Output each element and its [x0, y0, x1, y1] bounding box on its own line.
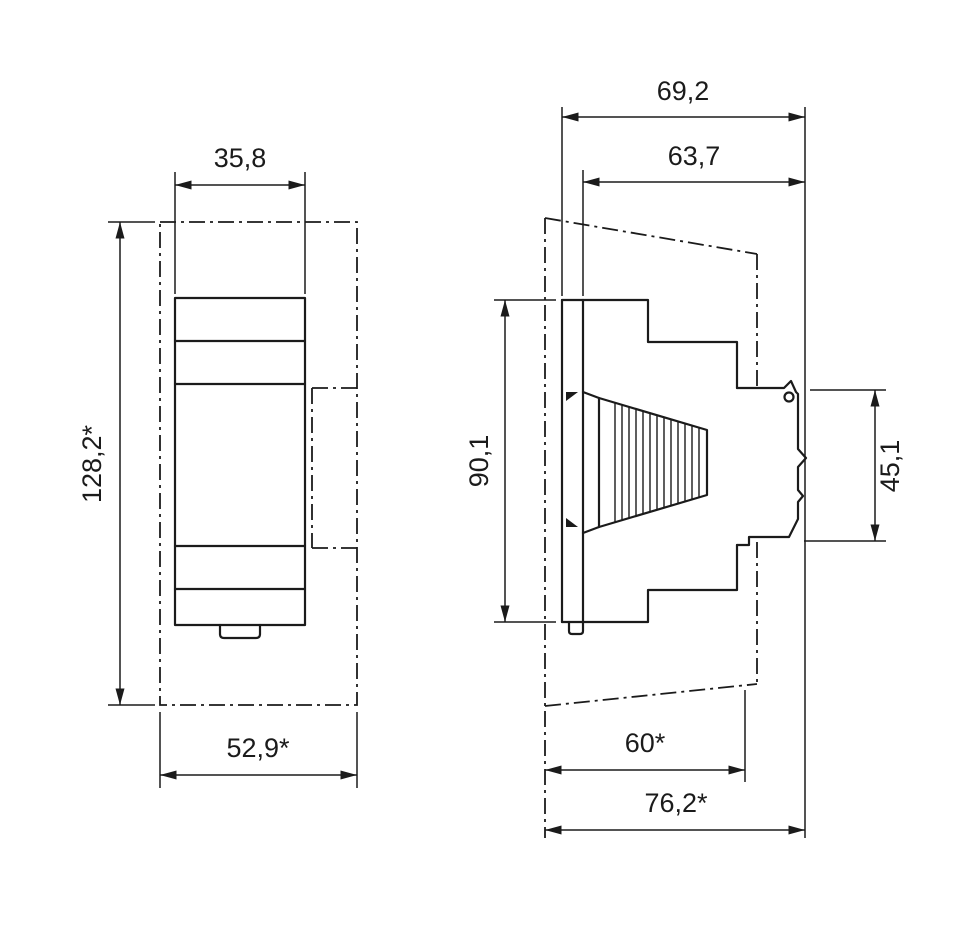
side-bottom-tab	[567, 620, 585, 636]
terminal-funnel-connectors	[581, 390, 601, 535]
front-seal-detail-top	[566, 392, 578, 401]
extension-line-side-depth-total	[561, 107, 806, 838]
dim-label-side-clip-height: 45,1	[875, 440, 905, 493]
side-body-outline	[560, 298, 739, 624]
extension-line-front-height	[108, 221, 155, 706]
extension-line-side-height-front	[494, 299, 556, 623]
side-phantom-top-slant	[544, 217, 758, 255]
extension-line-side-clip-height	[804, 389, 886, 542]
side-phantom-bottom-slant	[544, 683, 758, 707]
dim-label-side-depth-lower: 60*	[625, 728, 666, 758]
extension-line-front-width-top	[174, 172, 306, 294]
dim-label-side-depth-overall: 76,2*	[644, 788, 708, 818]
front-module-outline	[173, 296, 307, 627]
dim-label-side-depth-total: 69,2	[657, 76, 710, 106]
front-phantom-outline	[159, 221, 358, 706]
side-view: 69,2 63,7 90,1 45,1 60* 76,2*	[464, 76, 905, 838]
dim-label-front-width-top: 35,8	[214, 143, 267, 173]
dim-label-front-height: 128,2*	[77, 424, 107, 503]
front-phantom-notch	[311, 387, 357, 549]
front-view: 35,8 128,2* 52,9*	[77, 143, 358, 788]
din-clip-pivot	[783, 391, 795, 403]
dim-label-front-width-bottom: 52,9*	[226, 733, 290, 763]
front-bottom-tab	[218, 623, 262, 640]
terminal-funnel-hatching	[614, 403, 700, 522]
front-module-segment-lines	[173, 339, 307, 591]
dim-label-side-depth-body: 63,7	[668, 141, 721, 171]
dim-label-side-height-front: 90,1	[464, 435, 494, 488]
front-seal-detail-bottom	[566, 518, 578, 527]
din-rail-clip	[735, 379, 808, 547]
